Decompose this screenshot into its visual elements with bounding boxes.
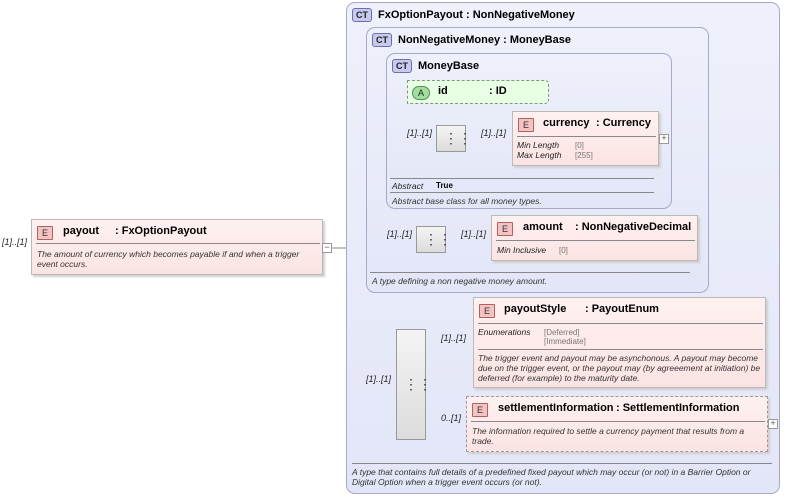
payoutstyle-cardinality: [1]..[1] [441,333,467,343]
amount-name: amount [523,221,563,233]
divider [390,192,654,193]
attribute-id-type: : ID [489,85,507,97]
amount-cardinality: [1]..[1] [461,229,487,239]
prop-value: [0] [575,141,584,150]
ct-outer-title: CT FxOptionPayout : NonNegativeMoney [352,8,575,22]
payout-description: The amount of currency which becomes pay… [37,249,300,269]
complex-type-icon: CT [372,33,392,47]
divider [478,349,763,350]
complex-type-icon: CT [352,8,372,22]
amount-seq-cardinality: [1]..[1] [387,229,413,239]
ct-outer-title-text: FxOptionPayout : NonNegativeMoney [378,8,575,21]
ct-outer-description: A type that contains full details of a p… [352,467,751,487]
payout-element[interactable]: E payout : FxOptionPayout The amount of … [31,219,323,275]
divider [36,243,320,244]
settlement-name: settlementInformation [498,402,614,414]
element-badge: E [479,304,496,318]
enum-value: [Deferred] [544,328,580,337]
prop-value: [255] [575,151,593,160]
settlement-description: The information required to settle a cur… [472,426,745,446]
expand-icon[interactable]: + [768,419,778,429]
payout-type: : FxOptionPayout [115,225,207,237]
sequence-compositor[interactable]: ⋮⋮ [416,226,452,253]
prop-key: Max Length [517,150,562,160]
element-badge: E [472,403,489,417]
attribute-id-name: id [438,85,448,97]
attribute-badge: A [412,86,431,100]
sequence-compositor[interactable]: ⋮⋮ [396,329,432,440]
payout-name: payout [63,225,100,237]
divider [471,421,765,422]
collapse-icon[interactable]: − [322,243,332,253]
attribute-id[interactable]: A id : ID [407,80,549,104]
settlement-cardinality: 0..[1] [441,413,462,423]
outer-seq-cardinality: [1]..[1] [366,374,392,384]
expand-icon[interactable]: + [659,134,669,144]
payoutstyle-element[interactable]: E payoutStyle : PayoutEnum Enumerations … [473,297,766,388]
currency-type: : Currency [596,117,652,129]
currency-element[interactable]: E currency : Currency Min Length [0] Max… [512,111,659,166]
enum-label: Enumerations [478,327,531,337]
ct-inner-title-text: MoneyBase [418,59,480,72]
divider [390,178,654,179]
element-badge: E [497,222,514,236]
prop-key: Min Inclusive [497,245,547,255]
complex-type-icon: CT [392,59,412,73]
divider [517,136,656,137]
amount-type: : NonNegativeDecimal [575,221,692,233]
settlement-type: : SettlementInformation [616,402,740,414]
settlement-element[interactable]: E settlementInformation : SettlementInfo… [466,396,768,452]
ct-inner-title: CT MoneyBase [392,59,479,73]
ct-mid-description: A type defining a non negative money amo… [372,276,547,286]
currency-cardinality: [1]..[1] [481,128,507,138]
sequence-compositor[interactable]: ⋮⋮ [436,125,472,152]
ct-mid-title: CT NonNegativeMoney : MoneyBase [372,33,571,47]
divider [352,463,772,464]
currency-name: currency [543,117,590,129]
sequence-icon: ⋮⋮ [444,130,472,146]
ct-mid-title-text: NonNegativeMoney : MoneyBase [398,33,571,46]
payoutstyle-type: : PayoutEnum [585,303,659,315]
abstract-label: Abstract [392,181,424,191]
currency-seq-cardinality: [1]..[1] [407,128,433,138]
sequence-icon: ⋮⋮ [404,376,432,392]
element-badge: E [518,118,535,132]
prop-key: Min Length [517,140,560,150]
amount-element[interactable]: E amount : NonNegativeDecimal Min Inclus… [491,215,698,261]
payoutstyle-name: payoutStyle [504,303,567,315]
prop-value: [0] [559,246,568,255]
element-badge: E [37,226,54,240]
divider [370,272,690,273]
sequence-icon: ⋮⋮ [424,231,452,247]
ct-inner-description: Abstract base class for all money types. [392,196,542,206]
payout-cardinality: [1]..[1] [2,237,28,247]
divider [478,323,763,324]
abstract-value: True [436,181,453,190]
payoutstyle-description: The trigger event and payout may be asyn… [478,353,761,383]
divider [496,240,695,241]
enum-value: [Immediate] [544,337,586,346]
